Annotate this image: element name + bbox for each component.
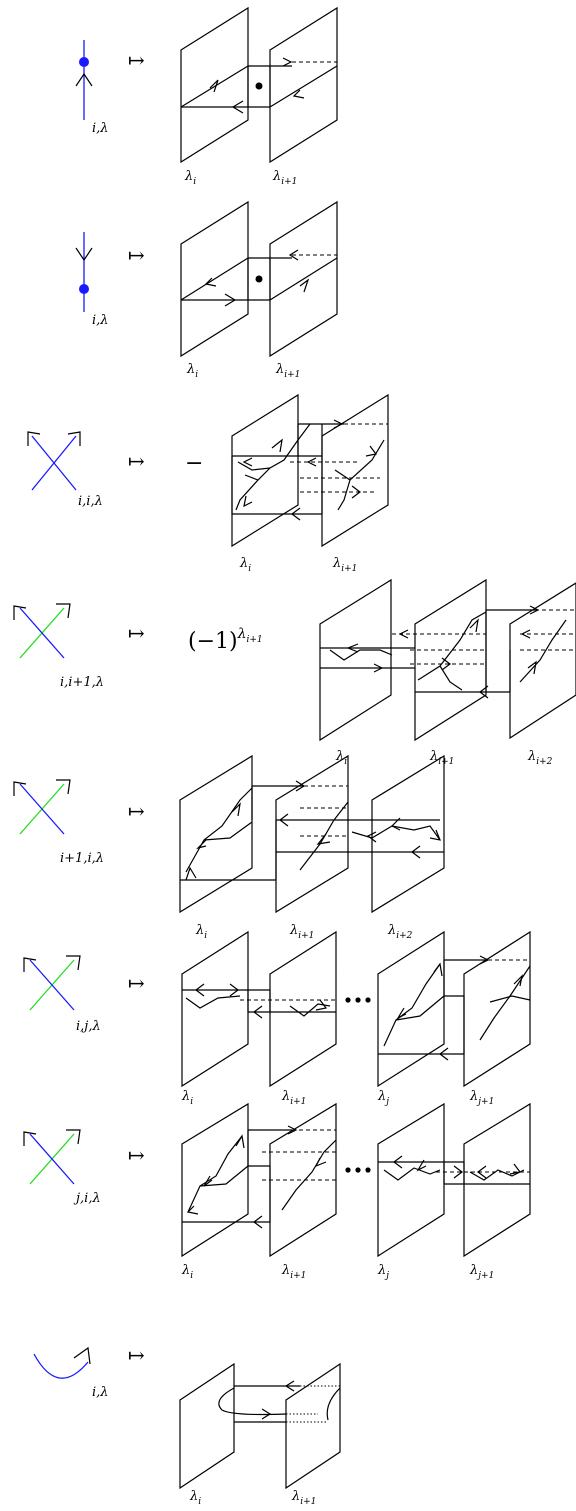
row-8: i,λ ↦ λi λi+1 — [34, 1343, 340, 1507]
plane-label: λi+1 — [272, 169, 297, 187]
ellipsis-dot — [355, 1167, 360, 1172]
glyph-label: i,λ — [92, 1385, 109, 1400]
foam-8 — [180, 1364, 340, 1488]
plane-label: λi — [186, 362, 198, 380]
plane-label: λj+1 — [469, 1089, 494, 1107]
row-2: i,λ ↦ λi λi+1 — [76, 202, 337, 380]
ellipsis-dot — [365, 1167, 370, 1172]
foam-4 — [320, 580, 576, 740]
plane-label: λi+1 — [289, 923, 314, 941]
foam-5 — [180, 756, 444, 912]
glyph-label: i,i+1,λ — [60, 675, 104, 690]
plane-label: λj+1 — [469, 1263, 494, 1281]
plane-label: λi — [184, 169, 196, 187]
ellipsis-dot — [345, 997, 350, 1002]
row-1: i,λ ↦ λi λi+1 — [76, 8, 337, 187]
maps-to-arrow: ↦ — [128, 799, 145, 823]
foam-7 — [182, 1104, 530, 1256]
glyph-label: i+1,i,λ — [60, 851, 104, 866]
plane-label: λi+1 — [275, 362, 300, 380]
maps-to-arrow: ↦ — [128, 449, 145, 473]
crossing-green-blue-glyph: i,i+1,λ — [14, 604, 104, 690]
foam-6 — [182, 932, 530, 1086]
dot-down-glyph: i,λ — [76, 232, 109, 328]
ellipsis-dot — [355, 997, 360, 1002]
foam-2 — [181, 202, 337, 356]
cap-glyph: i,λ — [34, 1348, 109, 1400]
crossing-blue-glyph: i,i,λ — [28, 432, 103, 509]
crossing-green-blue-glyph: i+1,i,λ — [14, 780, 104, 866]
row-5: i+1,i,λ ↦ — [14, 756, 444, 941]
dot-up-glyph: i,λ — [76, 40, 109, 136]
foam-1 — [181, 8, 337, 162]
plane-label: λj — [377, 1089, 389, 1107]
glyph-label: i,λ — [92, 121, 109, 136]
plane-label: λi+1 — [332, 556, 357, 574]
maps-to-arrow: ↦ — [128, 621, 145, 645]
crossing-green-blue-glyph: j,i,λ — [24, 1130, 101, 1206]
row-3: i,i,λ ↦ − — [28, 395, 388, 574]
maps-to-arrow: ↦ — [128, 243, 145, 267]
glyph-label: i,i,λ — [78, 494, 103, 509]
maps-to-arrow: ↦ — [128, 1343, 145, 1367]
plane-label: λi — [189, 1489, 201, 1507]
row-7: j,i,λ ↦ — [24, 1104, 530, 1281]
plane-label: λi — [195, 923, 207, 941]
plane-label: λi+1 — [281, 1263, 306, 1281]
plane-label: λi — [181, 1089, 193, 1107]
maps-to-arrow: ↦ — [128, 971, 145, 995]
coefficient: − — [185, 451, 203, 476]
glyph-label: j,i,λ — [73, 1191, 101, 1206]
maps-to-arrow: ↦ — [128, 48, 145, 72]
glyph-label: i,λ — [92, 313, 109, 328]
plane-label: λi+2 — [387, 923, 413, 941]
plane-label: λj — [377, 1263, 389, 1281]
row-4: i,i+1,λ ↦ (−1)λi+1 — [14, 580, 576, 767]
plane-label: λi+1 — [281, 1089, 306, 1107]
plane-label: λi+1 — [291, 1489, 316, 1507]
plane-label: λi — [239, 556, 251, 574]
ellipsis-dot — [345, 1167, 350, 1172]
maps-to-arrow: ↦ — [128, 1143, 145, 1167]
foam-3 — [232, 395, 388, 546]
plane-label: λi+2 — [527, 749, 553, 767]
coefficient: (−1)λi+1 — [188, 626, 263, 654]
plane-label: λi — [181, 1263, 193, 1281]
glyph-label: i,j,λ — [76, 1019, 101, 1034]
ellipsis-dot — [365, 997, 370, 1002]
